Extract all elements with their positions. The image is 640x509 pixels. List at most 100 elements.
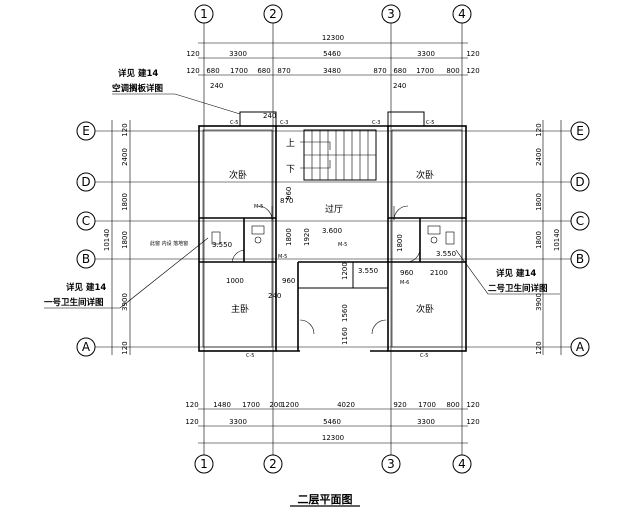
- int-dim-12: 240: [263, 112, 276, 120]
- int-dim-10: 2100: [430, 269, 448, 277]
- int-dim-9: 960: [400, 269, 413, 277]
- staircase: 上 下: [286, 129, 377, 181]
- tag-m5-b: M-5: [338, 242, 347, 248]
- note-ac-line1: 详见 建14: [118, 68, 158, 79]
- room-bed-bottom-right: 次卧: [416, 303, 434, 315]
- int-dim-15: 3.600: [322, 227, 342, 235]
- dim-top-r2-2: 1700: [230, 67, 248, 75]
- right-dimensions: 120 2400 1800 1800 10140 3900 120: [535, 120, 562, 355]
- int-dim-6: 1200: [341, 262, 349, 280]
- int-dim-0: 870: [280, 197, 293, 205]
- axis-right-B: B: [576, 252, 584, 266]
- note-wc2-line1: 详见 建14: [496, 268, 536, 279]
- dim-left-3: 1800: [121, 231, 129, 249]
- annotations: 详见 建14 空调搁板详图 此窗 内设 落地窗 详见 建14 一号卫生间详图 详…: [44, 68, 560, 309]
- tag-m5-c: M-5: [278, 254, 287, 260]
- note-wc2-line2: 二号卫生间详图: [488, 283, 548, 294]
- drawing-title-text: 二层平面图: [298, 493, 353, 506]
- tag-c5-tl: C-5: [230, 120, 238, 126]
- dim-bot-r1-6: 920: [393, 401, 406, 409]
- axis-bottom-2: 2: [269, 457, 277, 471]
- int-dim-19: 3.550: [436, 250, 456, 258]
- int-dim-5: 240: [268, 292, 281, 300]
- int-dim-2: 1920: [303, 228, 311, 246]
- axis-right-D: D: [575, 175, 584, 189]
- axis-left-C: C: [82, 214, 90, 228]
- int-dim-7: 1560: [341, 304, 349, 322]
- top-dimensions: 12300 120 3300 5460 3300 120 120 680 170…: [186, 34, 480, 76]
- dim-top-r2-4: 870: [277, 67, 290, 75]
- int-dim-3: 1000: [226, 277, 244, 285]
- dim-top-r1-0: 120: [186, 50, 199, 58]
- dim-top-r1-4: 120: [466, 50, 479, 58]
- note-wc1-line1: 详见 建14: [66, 282, 106, 293]
- tag-m5-a: M-5: [254, 204, 263, 210]
- dim-top-r2-5: 3480: [323, 67, 341, 75]
- tag-m6: M-6: [400, 280, 409, 286]
- tag-c3-r: C-3: [372, 120, 380, 126]
- dim-left-4: 10140: [103, 229, 111, 251]
- tag-c3-l: C-3: [280, 120, 288, 126]
- axis-right-A: A: [576, 340, 585, 354]
- axis-lines: [95, 23, 571, 455]
- note-ac-line2: 空调搁板详图: [112, 83, 163, 94]
- int-dim-16: 3.550: [358, 267, 378, 275]
- axis-left-A: A: [82, 340, 91, 354]
- dim-right-6: 120: [535, 341, 543, 354]
- door-swings: [231, 205, 421, 335]
- int-dim-8: 1800: [396, 234, 404, 252]
- dim-left-2: 1800: [121, 193, 129, 211]
- bathroom-fixtures: [211, 225, 455, 245]
- axis-left-D: D: [81, 175, 90, 189]
- dim-bot-r2-3: 3300: [417, 418, 435, 426]
- tag-c5-br: C-5: [420, 353, 428, 359]
- dim-right-5: 3900: [535, 293, 543, 311]
- dim-top-total: 12300: [322, 34, 344, 42]
- door-window-tags: C-5 C-3 C-3 C-5 C-5 C-5 M-5 M-5 M-5 M-6: [230, 120, 434, 359]
- axis-top-1: 1: [200, 7, 208, 21]
- dim-top-r2-8: 1700: [416, 67, 434, 75]
- axis-top-2: 2: [269, 7, 277, 21]
- stair-down-label: 下: [286, 165, 295, 175]
- dim-top-r2-7: 680: [393, 67, 406, 75]
- dim-right-2: 1800: [535, 193, 543, 211]
- axis-bottom-3: 3: [387, 457, 395, 471]
- room-labels: 次卧 次卧 主卧 次卧 过厅: [229, 169, 434, 315]
- dim-bot-r1-0: 120: [185, 401, 198, 409]
- tag-c5-bl: C-5: [246, 353, 254, 359]
- room-hall: 过厅: [325, 203, 343, 215]
- dim-top-r2-9: 800: [446, 67, 459, 75]
- dim-left-5: 3900: [121, 293, 129, 311]
- int-dim-17: 1800: [285, 228, 293, 246]
- left-dimensions: 120 2400 1800 1800 10140 3900 120: [103, 120, 131, 355]
- dim-right-3: 1800: [535, 231, 543, 249]
- axis-bottom-1: 1: [200, 457, 208, 471]
- dim-bot-r2-2: 5460: [323, 418, 341, 426]
- axis-left-E: E: [82, 124, 90, 138]
- dim-bot-r2-0: 120: [185, 418, 198, 426]
- dim-left-1: 2400: [121, 148, 129, 166]
- walls: [198, 111, 467, 352]
- int-dim-4: 960: [282, 277, 295, 285]
- axis-right-C: C: [576, 214, 584, 228]
- int-dim-1: 960: [285, 187, 293, 200]
- dim-bot-total: 12300: [322, 434, 344, 442]
- dim-top-r1-3: 3300: [417, 50, 435, 58]
- int-dim-14: 3.550: [212, 241, 232, 249]
- dim-bot-r1-4: 1200: [281, 401, 299, 409]
- dim-bot-r1-1: 1480: [213, 401, 231, 409]
- dim-left-6: 120: [121, 341, 129, 354]
- stair-up-label: 上: [286, 138, 295, 149]
- dim-bot-r1-9: 120: [466, 401, 479, 409]
- dim-bot-r1-8: 800: [446, 401, 459, 409]
- room-bed-top-right: 次卧: [416, 169, 434, 181]
- note-small: 此窗 内设 落地窗: [150, 240, 188, 247]
- dim-top-r1-2: 5460: [323, 50, 341, 58]
- dim-bot-r1-3: 200: [269, 401, 282, 409]
- axis-right-E: E: [576, 124, 584, 138]
- dim-top-r2-6: 870: [373, 67, 386, 75]
- int-dim-13: 240: [393, 82, 406, 90]
- int-dim-11: 1160: [341, 327, 349, 345]
- bottom-dimensions: 120 1480 1700 200 1200 4020 920 1700 800…: [185, 401, 480, 444]
